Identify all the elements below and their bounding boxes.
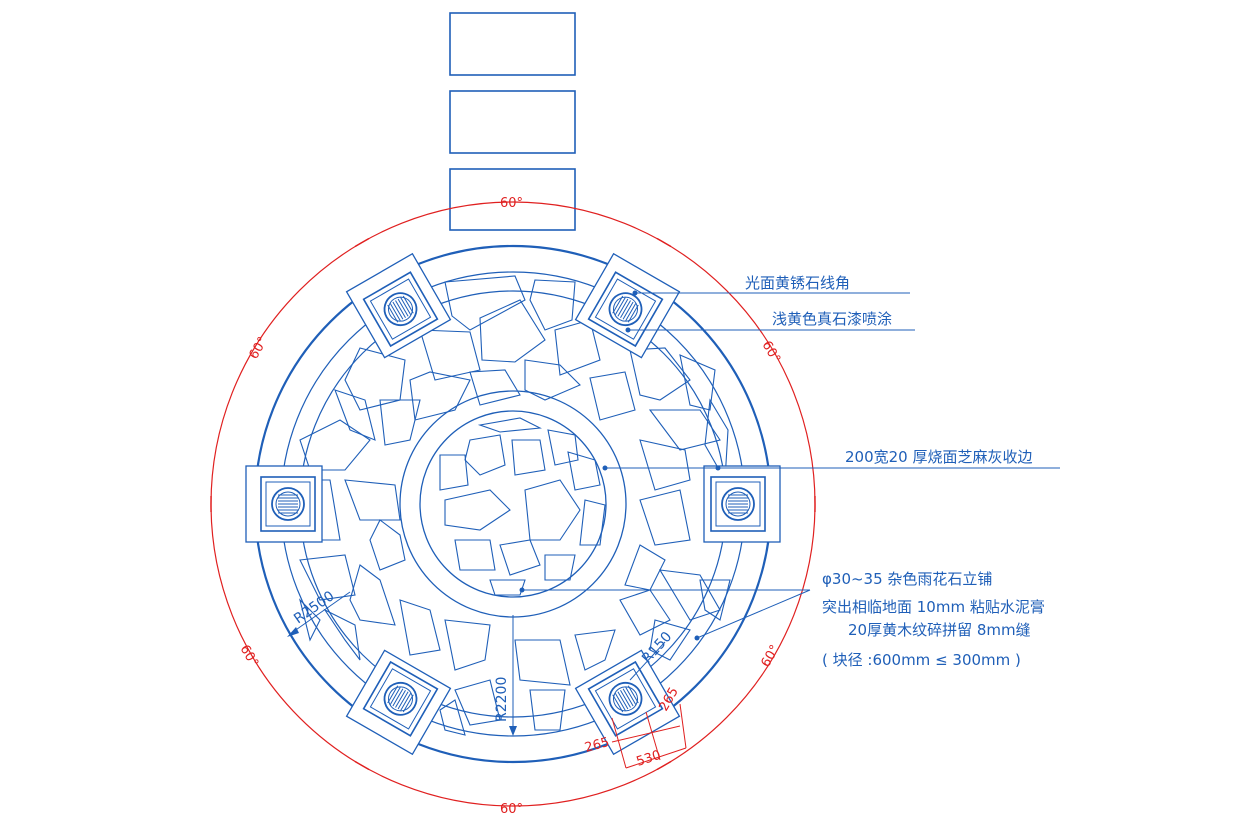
r2500-label: R2500	[291, 588, 337, 627]
drain-outlet	[345, 649, 452, 756]
leader-dots	[519, 290, 721, 641]
label-spray-paint: 浅黄色真石漆喷涂	[772, 310, 892, 328]
r150-leader	[629, 641, 666, 681]
r2200-arrow	[509, 726, 517, 736]
drain-outlet	[574, 252, 681, 359]
label-border: 200宽20 厚烧面芝麻灰收边	[845, 448, 1033, 466]
r2500-leader	[289, 591, 351, 635]
angle-tick	[354, 760, 370, 771]
r2500-arrow	[287, 627, 299, 637]
centre-border-outer	[399, 390, 627, 618]
angle-ticks	[210, 237, 816, 771]
leader-wood	[696, 589, 811, 639]
pebble-pattern	[439, 417, 606, 596]
stepping-stone-2	[449, 90, 576, 154]
drain-dimension-lines	[611, 703, 687, 769]
stepping-stone-1	[449, 12, 576, 76]
drain-outlet	[245, 465, 323, 543]
label-pebble-1: φ30~35 杂色雨花石立铺	[822, 570, 992, 588]
angle-label-bottom: 60°	[500, 802, 523, 817]
crazy-paving-pattern	[298, 275, 731, 736]
angle-tick	[656, 760, 672, 771]
drain-outlet	[574, 649, 681, 756]
drain-outlet	[703, 465, 781, 543]
angle-label-top: 60°	[500, 196, 523, 211]
leader-lines	[522, 292, 1060, 639]
label-wood-2: ( 块径 :600mm ≤ 300mm )	[822, 651, 1021, 669]
label-edge-stone: 光面黄锈石线角	[745, 274, 850, 292]
angle-tick	[656, 237, 672, 248]
r2200-label: R2200	[494, 677, 510, 722]
centre-border-inner	[419, 410, 607, 598]
dim-530: 530	[635, 748, 663, 770]
dim-265-left: 265	[583, 735, 611, 756]
drain-outlet	[345, 252, 452, 359]
angle-tick	[354, 237, 370, 248]
angle-label-upper-left: 60°	[246, 335, 271, 362]
label-wood-1: 20厚黄木纹碎拼留 8mm缝	[848, 621, 1031, 639]
stepping-stone-3	[449, 168, 576, 231]
drain-outlets	[245, 252, 781, 756]
label-pebble-2: 突出相临地面 10mm 粘贴水泥膏	[822, 598, 1045, 616]
